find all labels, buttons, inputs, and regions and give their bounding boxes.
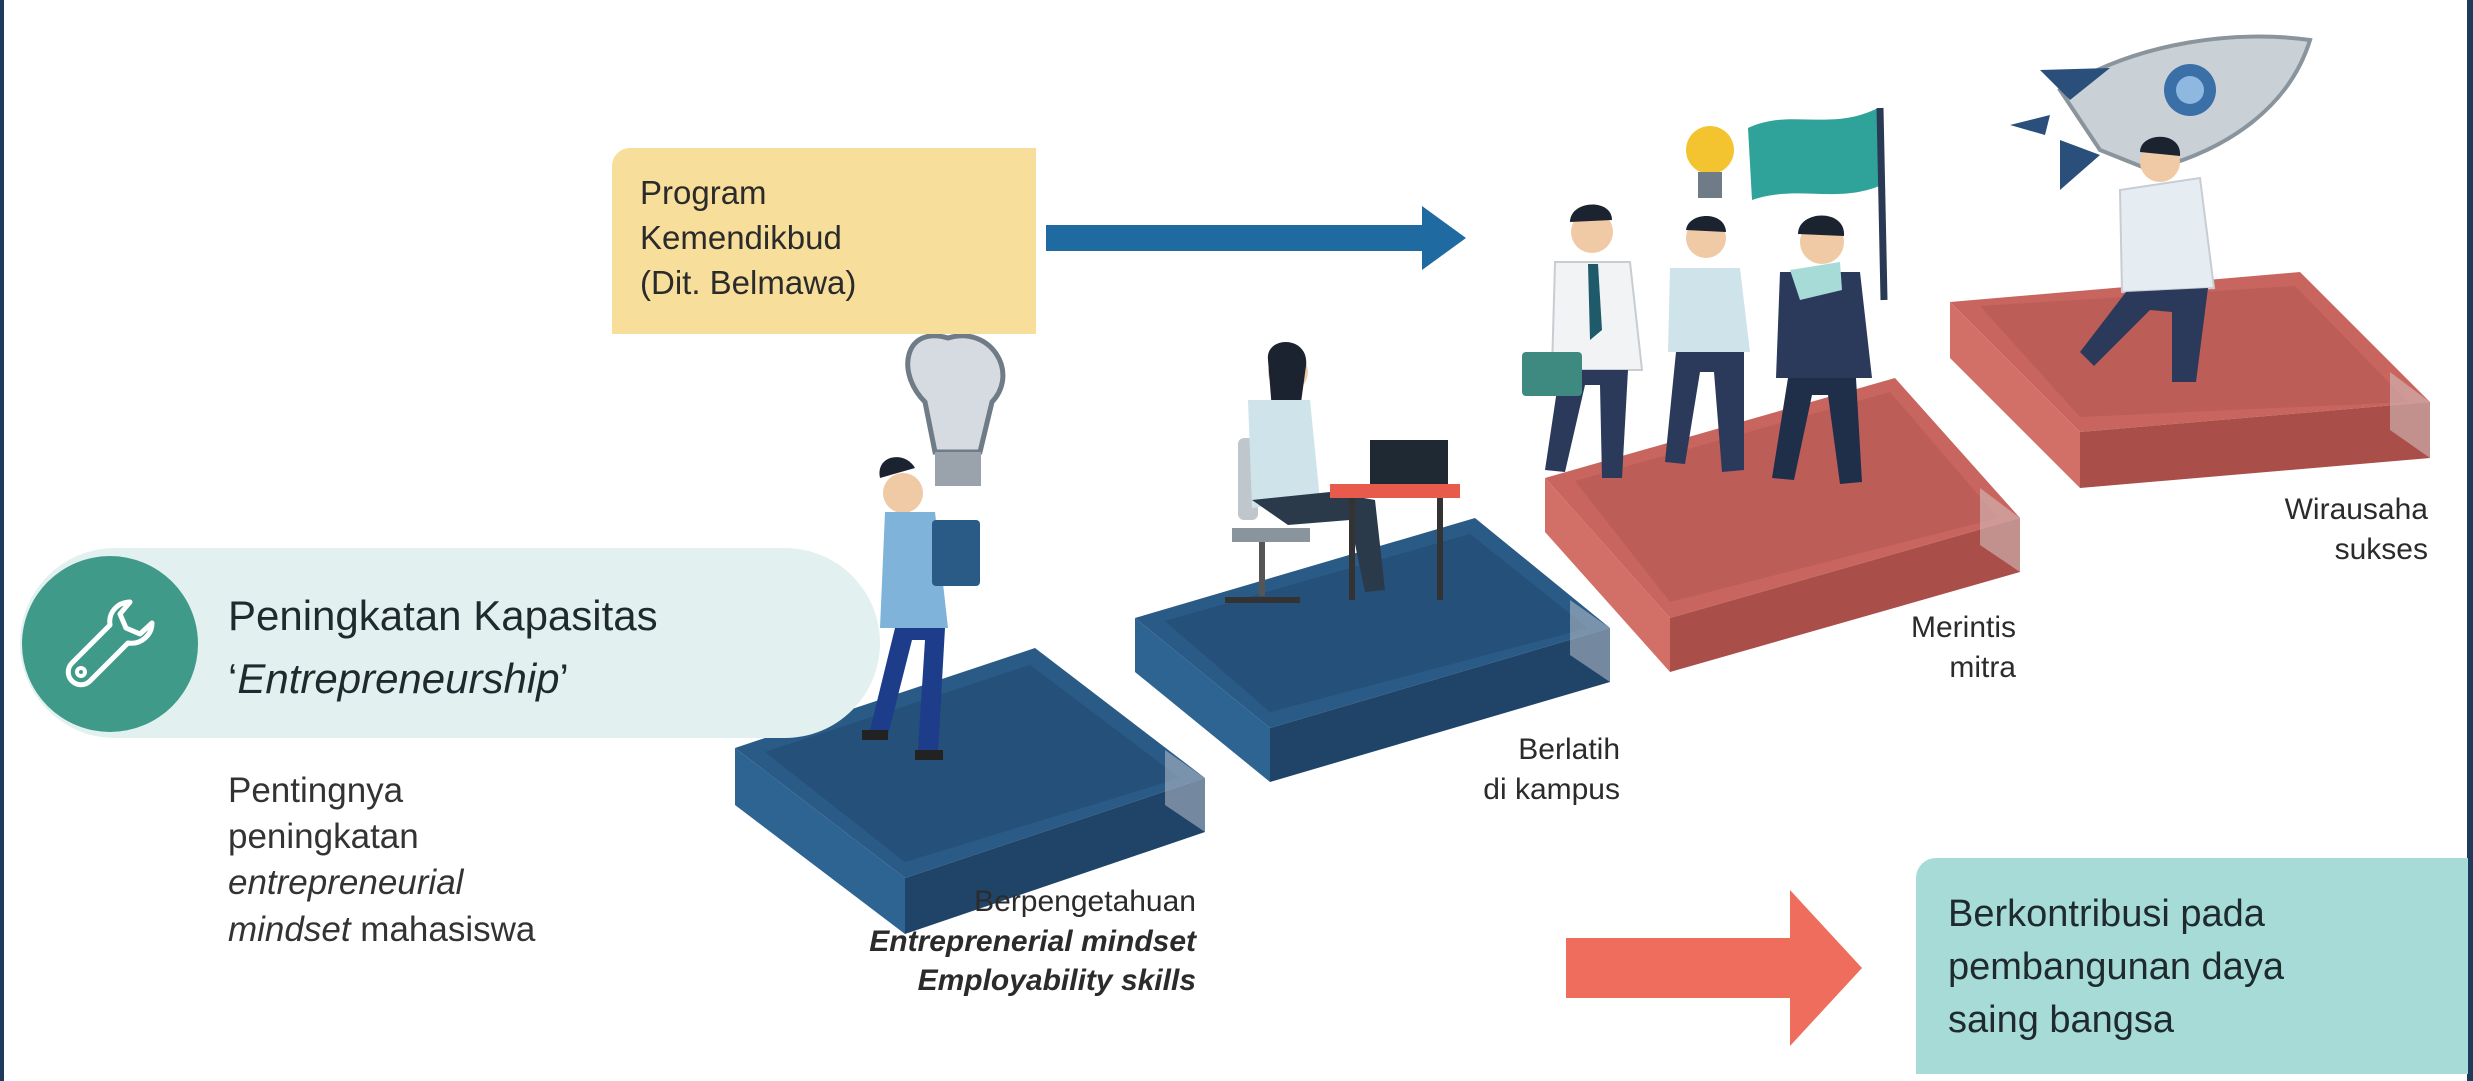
step-3-line-1: Merintis [1910, 611, 2016, 644]
step-2-line-2: di kampus [1483, 772, 1620, 806]
capacity-quote-open: ‘ [228, 655, 238, 702]
rocket-icon [2010, 34, 2313, 190]
red-arrow [1566, 890, 1862, 1046]
program-kemendikbud-box: Program Kemendikbud (Dit. Belmawa) [612, 148, 1036, 334]
blue-arrow [1046, 206, 1466, 270]
importance-text: Pentingnya peningkatan entrepreneurial m… [228, 768, 535, 953]
step-1-line-3: Employability skills [917, 964, 1196, 998]
importance-line-4: mindset mahasiswa [228, 907, 535, 953]
platform-step-1 [735, 648, 1205, 934]
step-2-label: Berlatih di kampus [1400, 730, 1620, 809]
platform-step-2 [1135, 518, 1610, 782]
importance-line-1: Pentingnya [228, 771, 404, 810]
program-line-3: (Dit. Belmawa) [640, 264, 857, 302]
right-border [2467, 0, 2473, 1081]
contribution-line-1: Berkontribusi pada [1948, 893, 2265, 935]
step-4-line-2: sukses [2334, 532, 2428, 566]
wrench-icon [65, 599, 155, 688]
student-at-laptop-figure [1225, 341, 1460, 603]
program-line-1: Program [640, 174, 767, 211]
contribution-line-3: saing bangsa [1948, 999, 2175, 1042]
step-4-line-1: Wirausaha [2284, 493, 2428, 526]
importance-line-3: entrepreneurial [228, 863, 464, 903]
contribution-box: Berkontribusi pada pembangunan daya sain… [1916, 858, 2468, 1074]
left-border [0, 0, 4, 1081]
step-1-label: Berpengetahuan Entreprenerial mindset Em… [760, 882, 1196, 1001]
capacity-title-line-1: Peningkatan Kapasitas [228, 592, 658, 639]
step-3-line-2: mitra [1949, 650, 2016, 684]
importance-line-4-italic: mindset [228, 909, 351, 949]
step-1-line-2: Entreprenerial mindset [869, 924, 1196, 958]
program-line-2: Kemendikbud [640, 219, 842, 257]
businessman-figure [1522, 204, 1644, 478]
woman-walking-figure [1665, 216, 1750, 472]
step-3-label: Merintis mitra [1836, 608, 2016, 687]
step-2-line-1: Berlatih [1518, 733, 1620, 766]
successful-entrepreneur-figure [2080, 136, 2216, 382]
wrench-icon-badge [22, 556, 198, 732]
importance-line-2: peningkatan [228, 817, 419, 857]
importance-line-4-rest: mahasiswa [350, 909, 536, 949]
platform-step-3 [1545, 378, 2020, 672]
step-1-line-1: Berpengetahuan [974, 885, 1196, 918]
contribution-line-2: pembangunan daya [1948, 946, 2284, 989]
capacity-quote-close: ’ [559, 655, 569, 702]
student-with-bulb-figure [862, 333, 1006, 760]
man-with-flag-figure [1748, 107, 1888, 484]
capacity-title-line-2: ‘Entrepreneurship’ [228, 647, 658, 710]
capacity-title-italic: Entrepreneurship [237, 655, 560, 702]
capacity-title: Peningkatan Kapasitas ‘Entrepreneurship’ [228, 584, 658, 710]
platform-step-4 [1950, 272, 2430, 488]
lightbulb-icon [1686, 126, 1734, 198]
step-4-label: Wirausaha sukses [2220, 490, 2428, 569]
